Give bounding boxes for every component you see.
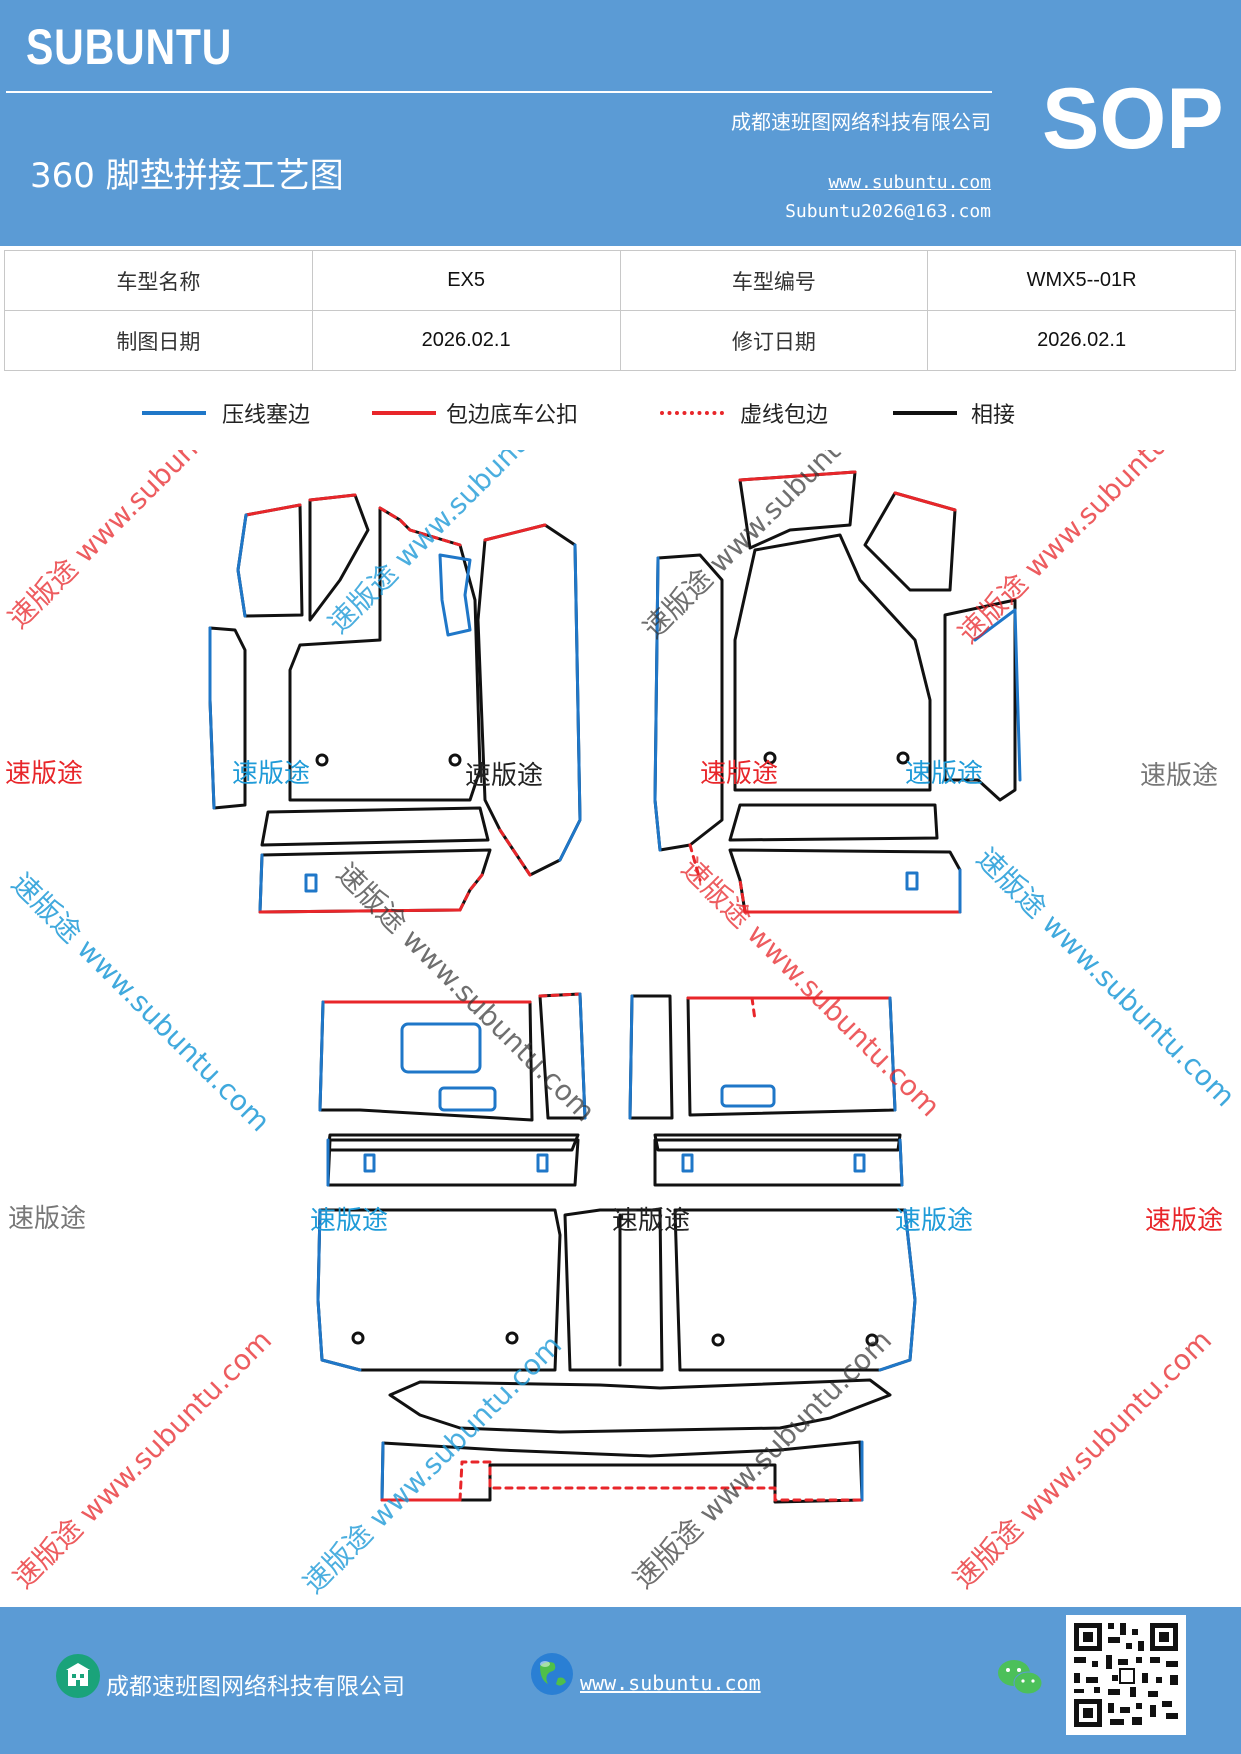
legend-label: 相接 [971,403,1016,428]
brand-watermark: 速版途 [5,759,83,789]
front-left-mat [208,493,582,914]
revise-date-value: 2026.02.1 [927,310,1236,371]
watermark-text: 速版途 www.subuntu.com [7,1323,279,1595]
watermark-text: 速版途 www.subuntu.com [627,1323,899,1595]
brand-watermark: 速版途 [232,759,310,789]
draw-date-value: 2026.02.1 [311,310,621,371]
watermark-text: 速版途 www.subuntu.com [947,1323,1219,1595]
company-name: 成都速班图网络科技有限公司 [731,110,991,134]
brand-watermark: 速版途 [1140,761,1218,791]
model-name-label: 车型名称 [4,250,313,311]
watermark-text: 速版途 www.subuntu.com [2,450,274,635]
building-icon [56,1654,100,1698]
brand-watermark: 速版途 [1145,1206,1223,1236]
front-right-mat [653,470,1022,914]
brand-watermark: 速版途 [612,1206,690,1236]
legend-label: 虚线包边 [740,403,829,428]
brand-watermark: 速版途 [895,1206,973,1236]
draw-date-label: 制图日期 [4,310,313,371]
legend-label: 压线塞边 [222,403,311,428]
brand-watermark-layer: 速版途 速版途 速版途 速版途 速版途 速版途 速版途 速版途 速版途 速版途 … [5,759,1223,1236]
footer-website-link[interactable]: www.subuntu.com [580,1671,761,1695]
page-title: 360 脚垫拼接工艺图 [30,156,344,196]
watermark-text: 速版途 www.subuntu.com [675,852,947,1124]
model-code-value: WMX5--01R [927,250,1236,311]
footer-company-name: 成都速班图网络科技有限公司 [106,1674,405,1700]
revise-date-label: 修订日期 [619,310,929,371]
watermark-layer: 速版途 www.subuntu.com 速版途 www.subuntu.com … [2,450,1241,1600]
brand-watermark: 速版途 [465,761,543,791]
brand-watermark: 速版途 [310,1206,388,1236]
header: SUBUNTU 成都速班图网络科技有限公司 360 脚垫拼接工艺图 www.su… [0,0,1241,246]
info-table: 车型名称 EX5 车型编号 WMX5--01R 制图日期 2026.02.1 修… [4,250,1236,371]
rear-mat [316,992,917,1504]
model-name-value: EX5 [311,250,621,311]
floor-mat-diagram: 速版途 www.subuntu.com 速版途 www.subuntu.com … [2,450,1241,1600]
website-link[interactable]: www.subuntu.com [828,172,991,193]
watermark-text: 速版途 www.subuntu.com [970,842,1241,1114]
brand-watermark: 速版途 [700,759,778,789]
globe-icon [531,1653,573,1695]
legend-swatch [372,411,436,415]
brand-watermark: 速版途 [8,1204,86,1234]
qr-code[interactable] [1066,1615,1186,1735]
email-address: Subuntu2026@163.com [785,201,991,222]
table-row: 制图日期 2026.02.1 修订日期 2026.02.1 [4,310,1236,371]
legend-label: 包边底车公扣 [446,403,579,428]
watermark-text: 速版途 www.subuntu.com [5,867,277,1139]
footer: 成都速班图网络科技有限公司 www.subuntu.com [0,1607,1241,1754]
sop-badge: SOP [1042,71,1224,167]
legend-swatch [142,411,206,415]
header-divider [6,91,992,93]
brand-watermark: 速版途 [905,759,983,789]
watermark-text: 速版途 www.subuntu.com [952,450,1224,650]
model-code-label: 车型编号 [619,250,929,311]
legend-swatch [893,411,957,415]
brand-logo: SUBUNTU [26,19,233,75]
wechat-icon [998,1660,1043,1695]
table-row: 车型名称 EX5 车型编号 WMX5--01R [4,250,1236,311]
legend-swatch [660,411,724,415]
